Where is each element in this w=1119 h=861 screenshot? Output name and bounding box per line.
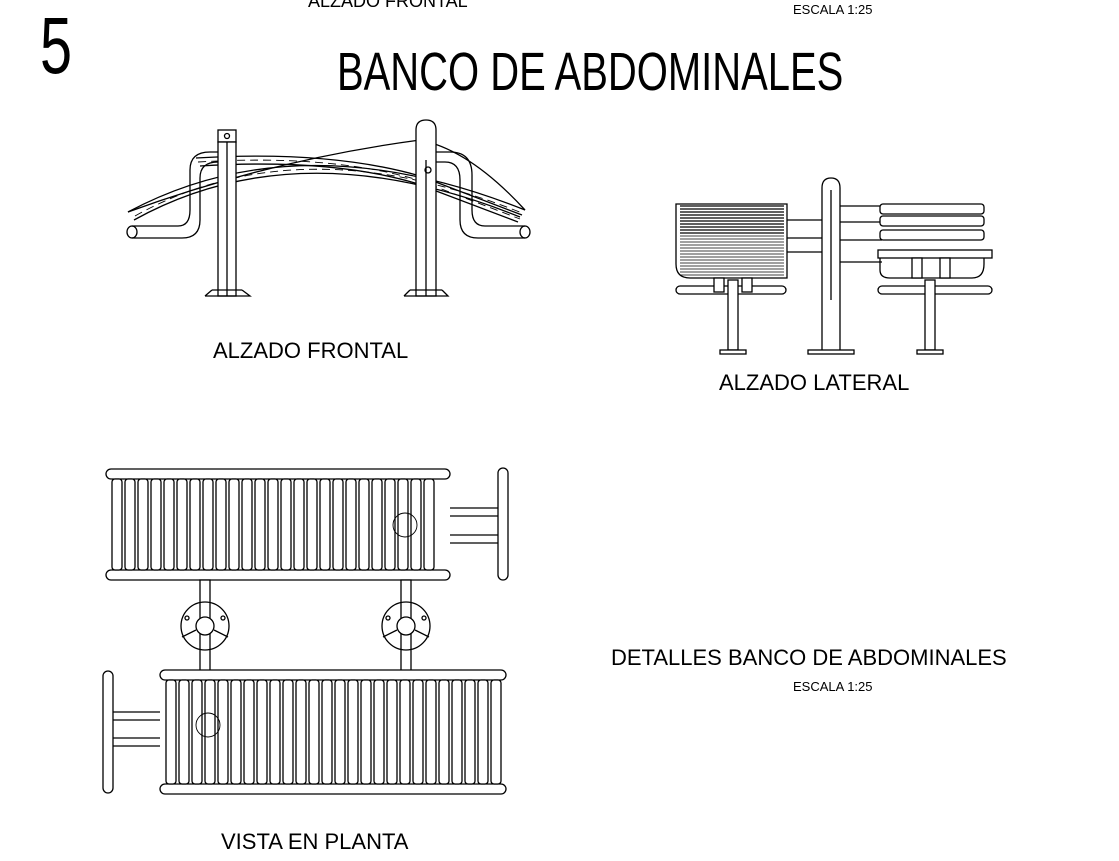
bench-slat (373, 679, 385, 785)
bench-slat (360, 679, 372, 785)
bench-slat (384, 478, 396, 571)
bench-slat (124, 478, 136, 571)
bench-slat (425, 679, 437, 785)
bench-slat (319, 478, 331, 571)
bench-slat (150, 478, 162, 571)
bench-slat (191, 679, 203, 785)
bench-slat (334, 679, 346, 785)
bench-slat (451, 679, 463, 785)
bench-slat (254, 478, 266, 571)
bench-slat (178, 679, 190, 785)
side-elevation (675, 177, 993, 355)
bench-slat (111, 478, 123, 571)
top-cut-scale: ESCALA 1:25 (793, 2, 873, 17)
bench-slat (217, 679, 229, 785)
plan-view-label: VISTA EN PLANTA (221, 829, 409, 854)
bench-slat (397, 478, 409, 571)
bench-slat (477, 679, 489, 785)
bench-slat (228, 478, 240, 571)
bench-slat (176, 478, 188, 571)
bench-slat (347, 679, 359, 785)
bench-slat (243, 679, 255, 785)
bench-slat (332, 478, 344, 571)
sheet-title: BANCO DE ABDOMINALES (337, 42, 844, 102)
bench-slat (241, 478, 253, 571)
bench-slat (204, 679, 216, 785)
front-view-label: ALZADO FRONTAL (213, 338, 409, 363)
bench-slat (269, 679, 281, 785)
bench-slat (412, 679, 424, 785)
bench-slat (267, 478, 279, 571)
details-title: DETALLES BANCO DE ABDOMINALES (611, 645, 1007, 670)
bench-slat (410, 478, 422, 571)
bench-slat (280, 478, 292, 571)
bench-slat (308, 679, 320, 785)
bench-slat (321, 679, 333, 785)
bench-slat (464, 679, 476, 785)
bench-slat (282, 679, 294, 785)
bench-slat (189, 478, 201, 571)
sheet-number: 5 (40, 1, 73, 90)
front-elevation (126, 119, 531, 297)
plan-view (102, 467, 509, 795)
bench-slat (345, 478, 357, 571)
bench-slat (202, 478, 214, 571)
bench-slat (295, 679, 307, 785)
details-scale: ESCALA 1:25 (793, 679, 873, 694)
bench-slat (165, 679, 177, 785)
bench-slat (293, 478, 305, 571)
bench-slat (215, 478, 227, 571)
bench-slat (137, 478, 149, 571)
bench-slat (399, 679, 411, 785)
top-cut-label: ALZADO FRONTAL (308, 0, 468, 11)
bench-slat (163, 478, 175, 571)
bench-slat (230, 679, 242, 785)
bench-slat (306, 478, 318, 571)
side-view-label: ALZADO LATERAL (719, 370, 910, 395)
bench-slat (358, 478, 370, 571)
bench-slat (490, 679, 502, 785)
bench-slat (386, 679, 398, 785)
bench-slat (371, 478, 383, 571)
bench-slat (438, 679, 450, 785)
bench-slat (423, 478, 435, 571)
bench-slat (256, 679, 268, 785)
